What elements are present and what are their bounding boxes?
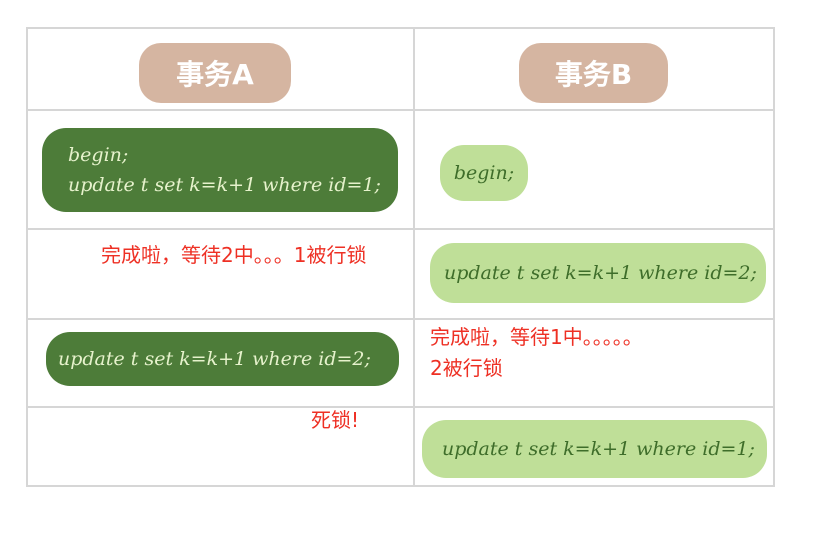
tx-b-begin-statement: begin;: [453, 162, 515, 184]
annotation-b-waiting-line2: 2被行锁: [430, 356, 503, 380]
header-transaction-a-label: 事务A: [176, 58, 254, 91]
row-divider-2: [26, 228, 775, 230]
tx-b-update-id2-statement: update t set k=k+1 where id=2;: [444, 262, 757, 284]
column-divider: [413, 27, 415, 487]
tx-a-update-id2-block: update t set k=k+1 where id=2;: [46, 332, 399, 386]
annotation-deadlock: 死锁!: [311, 408, 360, 432]
header-transaction-b-label: 事务B: [554, 58, 633, 91]
header-transaction-b: 事务B: [519, 43, 668, 103]
tx-b-update-id2-block: update t set k=k+1 where id=2;: [430, 243, 766, 303]
tx-a-update-id2-statement: update t set k=k+1 where id=2;: [58, 348, 371, 370]
tx-b-begin-block: begin;: [440, 145, 528, 201]
annotation-a-waiting: 完成啦，等待2中。。。1被行锁: [101, 243, 367, 267]
transaction-table: [26, 27, 775, 487]
tx-b-update-id1-statement: update t set k=k+1 where id=1;: [442, 438, 755, 460]
row-divider-1: [26, 109, 775, 111]
tx-a-update-id1-statement: update t set k=k+1 where id=1;: [68, 174, 381, 196]
tx-b-update-id1-block: update t set k=k+1 where id=1;: [422, 420, 767, 478]
tx-a-begin-statement: begin;: [68, 144, 129, 166]
header-transaction-a: 事务A: [139, 43, 291, 103]
tx-a-begin-update-block: begin; update t set k=k+1 where id=1;: [42, 128, 398, 212]
row-divider-4: [26, 406, 775, 408]
annotation-b-waiting-line1: 完成啦，等待1中。。。。。: [430, 325, 643, 349]
row-divider-3: [26, 318, 775, 320]
